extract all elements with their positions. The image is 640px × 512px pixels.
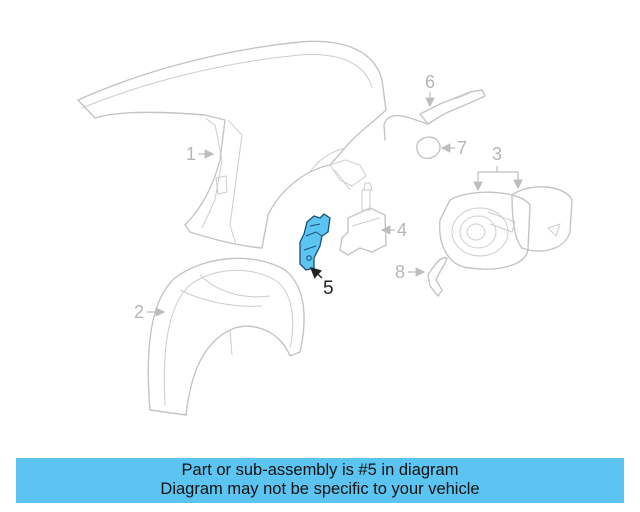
grommet-part (416, 136, 441, 160)
banner-line-part-number: Part or sub-assembly is #5 in diagram (181, 461, 459, 479)
fuel-door-assembly-part (438, 186, 573, 270)
leader-5 (309, 267, 323, 279)
wheel-liner-part (147, 257, 305, 416)
quarter-panel-part (77, 40, 387, 249)
callout-number-2: 2 (134, 302, 144, 322)
callout-number-8: 8 (395, 262, 405, 282)
leader-3 (473, 166, 498, 192)
info-banner: Part or sub-assembly is #5 in diagram Di… (16, 458, 624, 503)
banner-line-disclaimer: Diagram may not be specific to your vehi… (160, 480, 480, 498)
drain-hose-part (427, 256, 448, 297)
callout-number-7: 7 (457, 138, 467, 158)
callout-number-6: 6 (425, 72, 435, 92)
parts-diagram: 1 2 3 4 5 6 7 8 (77, 40, 573, 416)
bracket-part-highlighted (299, 213, 331, 271)
release-cable-part (383, 89, 486, 141)
bracket-5 (299, 213, 331, 271)
callout-number-1: 1 (186, 144, 196, 164)
fuel-door-actuator-part (339, 182, 387, 256)
callout-number-3: 3 (492, 144, 502, 164)
callout-number-5: 5 (323, 278, 334, 299)
leader-3b (497, 171, 523, 190)
callout-number-4: 4 (397, 220, 407, 240)
